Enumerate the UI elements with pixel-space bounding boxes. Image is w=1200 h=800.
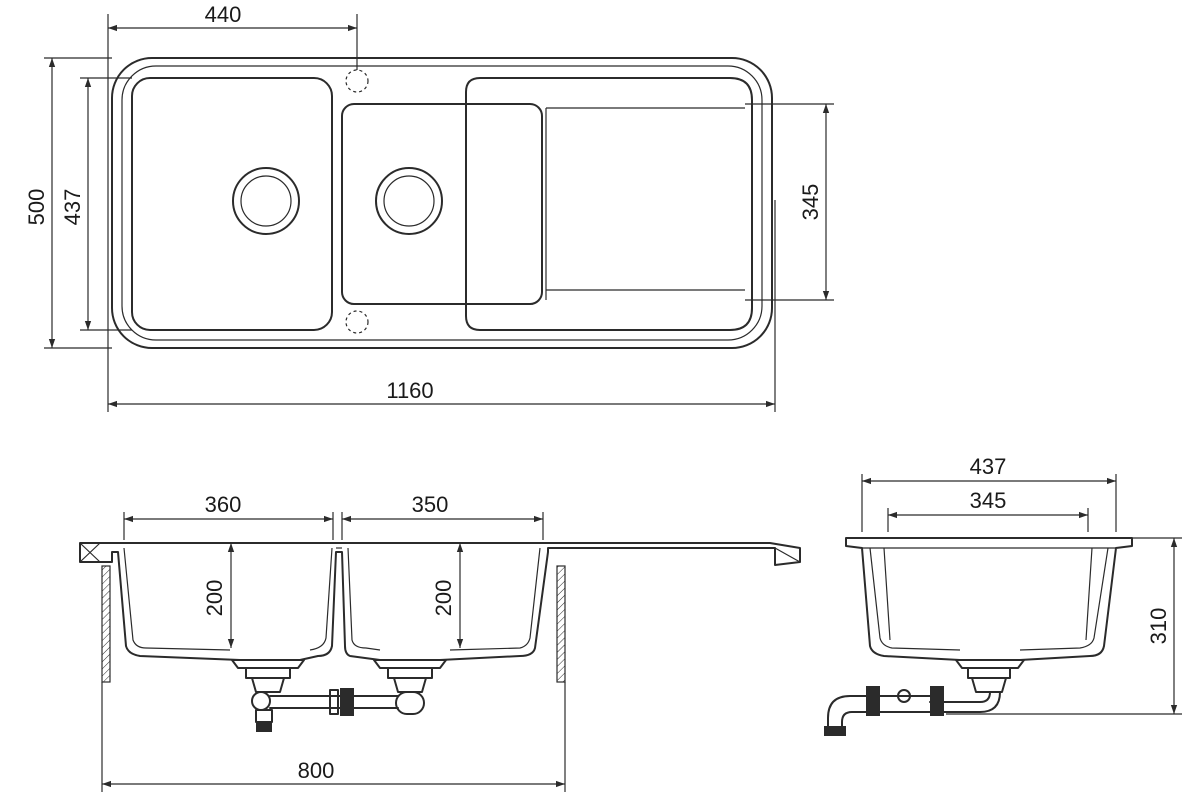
- tap-hole-bottom-icon: [345, 310, 369, 334]
- dim-label-310: 310: [1146, 608, 1171, 645]
- dim-label-360: 360: [205, 492, 242, 517]
- side-trap-pipe-icon: [824, 686, 944, 736]
- dim-label-345-side: 345: [970, 488, 1007, 513]
- dim-label-440: 440: [205, 2, 242, 27]
- sink-rim-inner: [121, 65, 763, 341]
- main-bowl-drain-icon: [232, 167, 300, 235]
- second-bowl: [341, 103, 543, 305]
- dim-label-200-main: 200: [202, 580, 227, 617]
- main-bowl-section: [123, 547, 333, 651]
- side-inner-wall: [869, 547, 1109, 651]
- sink-front-profile: [79, 542, 801, 661]
- dim-label-800: 800: [298, 758, 335, 783]
- main-bowl-drain-inner: [240, 175, 292, 227]
- top-view: 440 500 437 345 1160: [24, 2, 834, 412]
- main-bowl: [131, 77, 333, 331]
- second-bowl-section: [347, 547, 541, 651]
- side-section-view: 437 345 310: [824, 454, 1182, 736]
- second-drain-fitting-icon: [373, 659, 447, 715]
- dim-label-437-top-view: 437: [60, 189, 85, 226]
- main-drain-fitting-icon: [231, 659, 305, 732]
- cabinet-wall-left: [101, 565, 111, 683]
- front-section-view: 360 350 200 200 800: [79, 492, 801, 792]
- second-bowl-drain-icon: [375, 167, 443, 235]
- dim-label-345-top-view: 345: [798, 184, 823, 221]
- dim-label-350: 350: [412, 492, 449, 517]
- connecting-pipe-icon: [269, 688, 399, 716]
- tap-hole-top-icon: [345, 69, 369, 93]
- dim-label-500: 500: [24, 189, 49, 226]
- dim-label-437-side: 437: [970, 454, 1007, 479]
- sink-outline: [111, 57, 773, 349]
- cabinet-wall-right: [556, 565, 566, 683]
- drainboard: [465, 77, 753, 331]
- second-bowl-drain-inner: [383, 175, 435, 227]
- dim-label-200-second: 200: [431, 580, 456, 617]
- dim-label-1160: 1160: [386, 378, 433, 403]
- side-drain-fitting-icon: [929, 659, 1025, 713]
